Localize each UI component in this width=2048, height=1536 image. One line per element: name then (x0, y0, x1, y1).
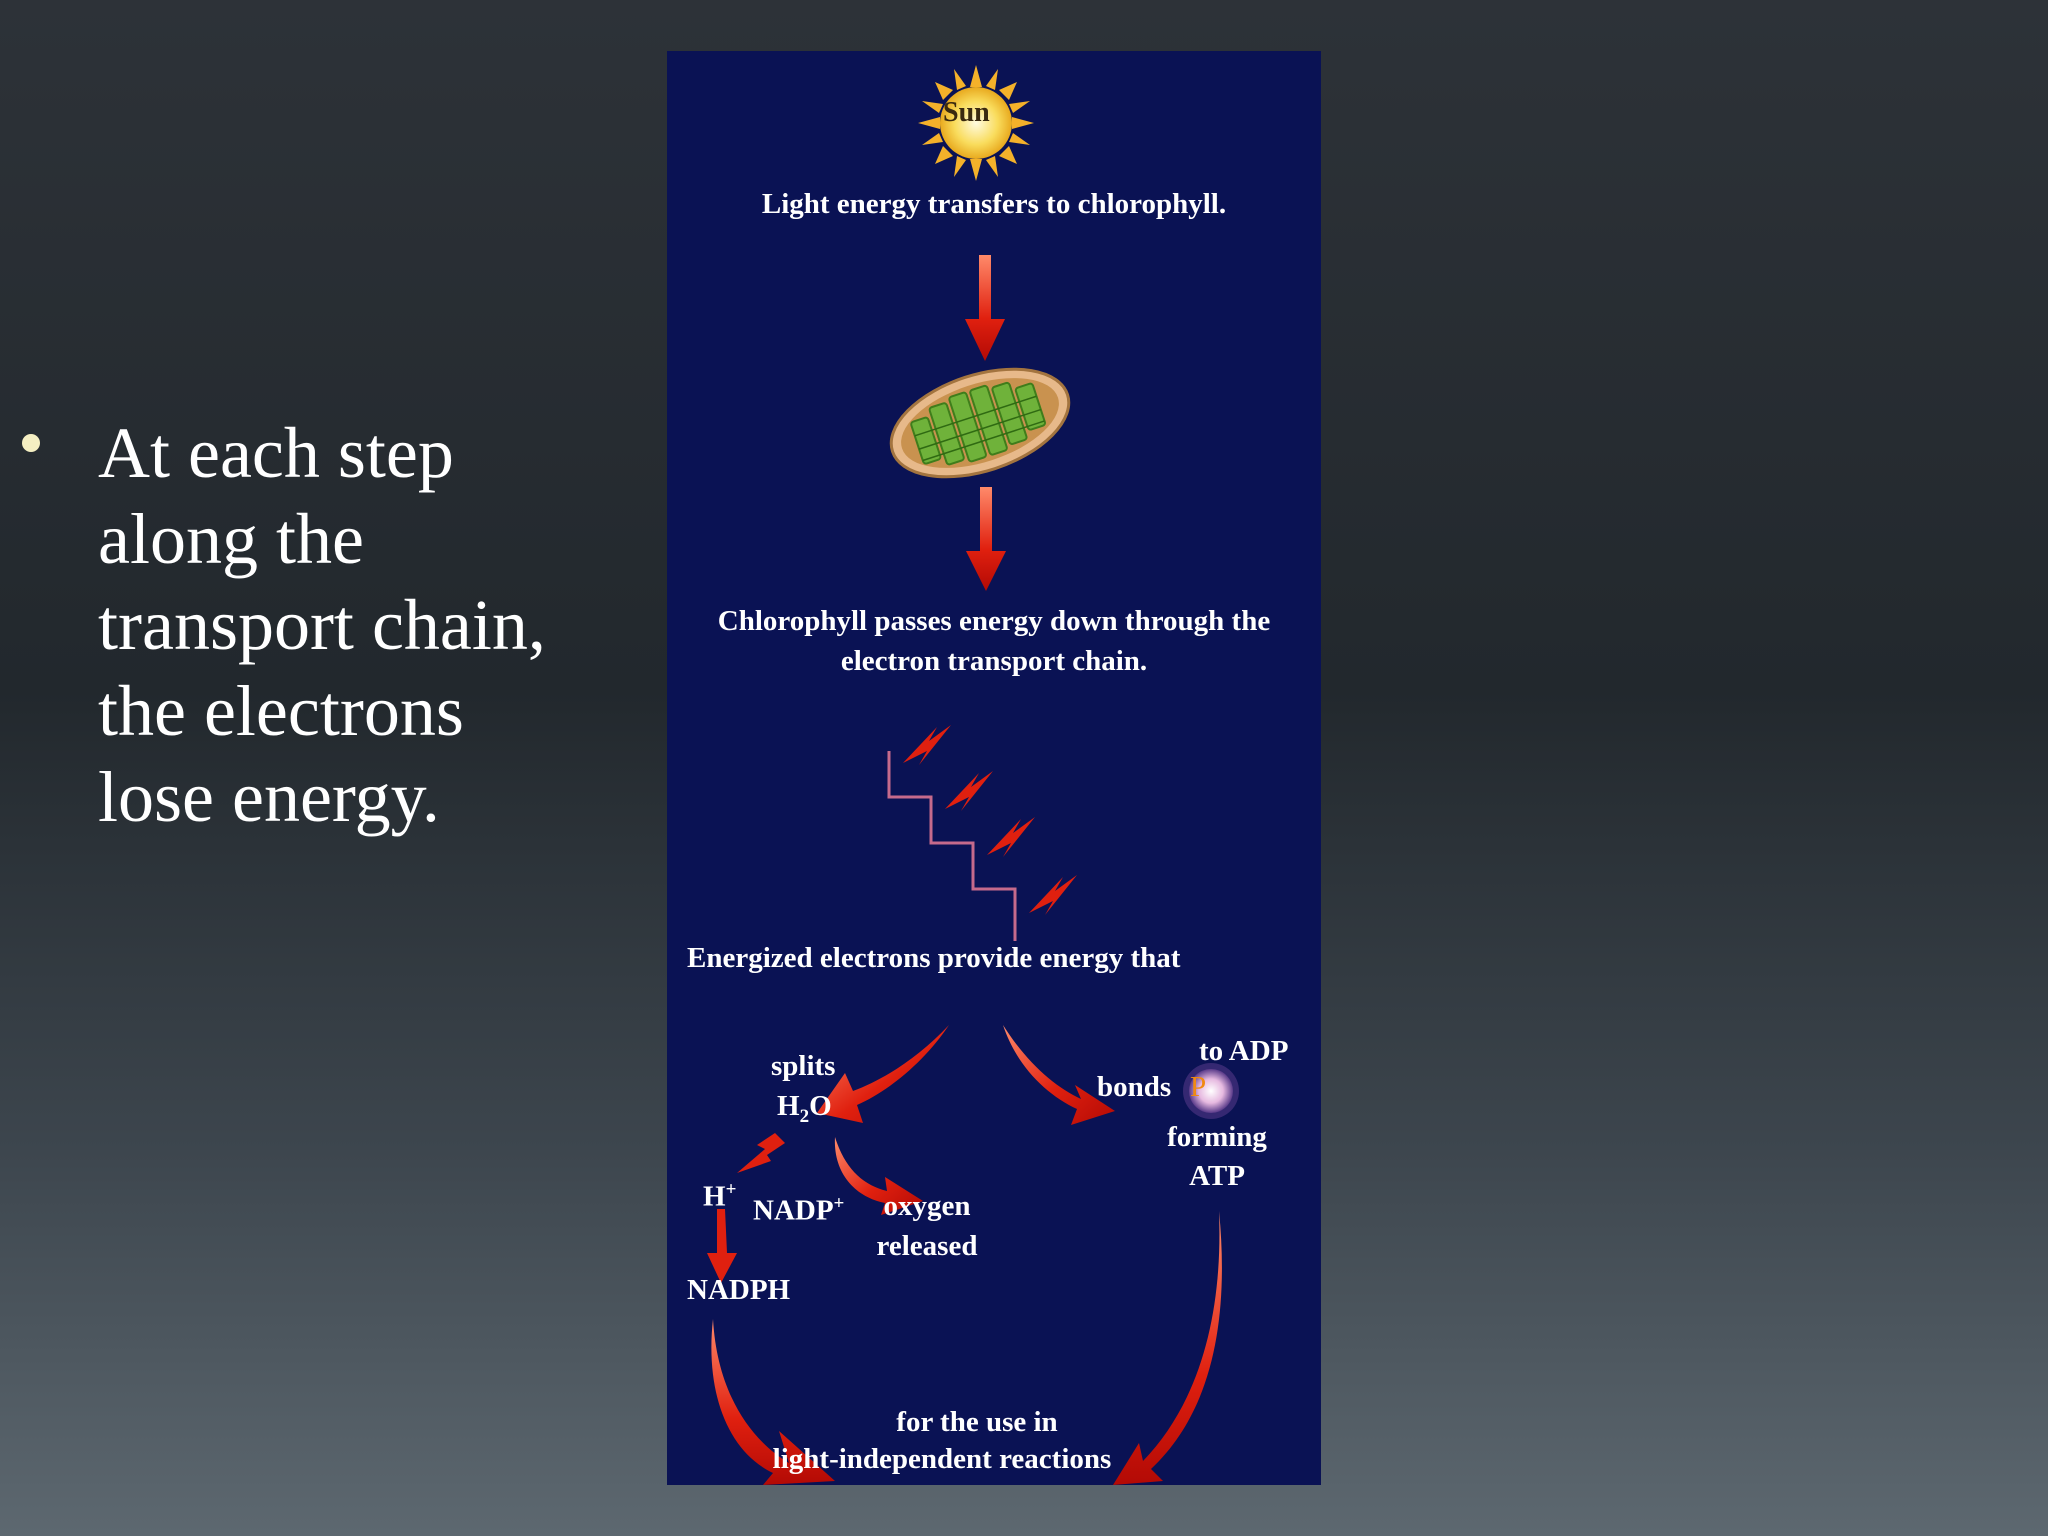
h-plus-label: H+ (703, 1171, 736, 1216)
water-h: H (777, 1090, 800, 1122)
arrow-to-bonds (1003, 1025, 1115, 1125)
step2-label-line2: electron transport chain. (840, 645, 1148, 677)
bullet-line-4: the electrons (98, 671, 464, 751)
final-label-line2: light-independent reactions (772, 1443, 1112, 1475)
sun-icon (918, 65, 1034, 181)
arrow-down-2 (966, 487, 1006, 591)
arrow-to-h-plus (737, 1133, 785, 1173)
arrow-to-oxygen (834, 1137, 923, 1215)
arrow-nadph-to-reactions (711, 1319, 835, 1485)
water-formula: H2O (777, 1087, 832, 1136)
h-plus-sup: + (725, 1179, 737, 1200)
photosynthesis-diagram: Sun Light energy transfers to chlorophyl… (667, 51, 1321, 1485)
step3-label: Energized electrons provide energy that (687, 942, 1181, 974)
bullet-line-3: transport chain, (98, 585, 546, 665)
bullet-list: At each step along the transport chain, … (22, 410, 622, 840)
nadp-label: NADP+ (753, 1185, 844, 1230)
chloroplast-icon (889, 367, 1071, 479)
to-adp-label: to ADP (1199, 1035, 1289, 1067)
arrow-down-1 (965, 255, 1005, 361)
bullet-dot (22, 434, 40, 452)
bullet-line-5: lose energy. (98, 757, 440, 837)
sun-label: Sun (943, 97, 990, 128)
phosphate-icon (1183, 1063, 1239, 1119)
water-o: O (809, 1090, 832, 1122)
arrow-to-nadph (707, 1209, 737, 1283)
diagram-graphics (707, 65, 1239, 1485)
splits-label: splits (771, 1050, 836, 1082)
oxygen-label-line1: oxygen (883, 1190, 971, 1222)
nadp-sup: + (833, 1193, 845, 1214)
h-plus-h: H (703, 1180, 726, 1213)
step2-label-line1: Chlorophyll passes energy down through t… (717, 605, 1271, 637)
forming-label-line1: forming (1167, 1121, 1267, 1153)
final-label-line1: for the use in (896, 1406, 1058, 1438)
bonds-label: bonds (1097, 1071, 1172, 1103)
arrow-to-water (817, 1025, 949, 1123)
bullet-line-2: along the (98, 499, 364, 579)
nadp-text: NADP (753, 1194, 834, 1227)
bullet-line-1: At each step (98, 413, 454, 493)
nadph-label: NADPH (687, 1274, 791, 1306)
forming-label-line2: ATP (1189, 1160, 1245, 1192)
step1-label: Light energy transfers to chlorophyll. (761, 188, 1227, 220)
phosphate-label: P (1190, 1071, 1207, 1103)
water-sub: 2 (799, 1105, 810, 1127)
oxygen-label-line2: released (876, 1230, 978, 1262)
electron-staircase-icon (887, 725, 1077, 941)
